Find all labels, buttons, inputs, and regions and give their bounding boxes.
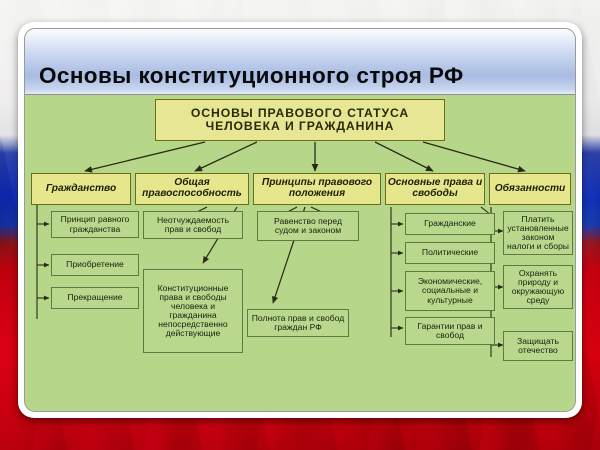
category-header-obshchaya-pravosposobnost: Общая правоспособность <box>135 173 249 205</box>
leaf-node: Политические <box>405 242 495 264</box>
category-label-line-1: Общая <box>174 177 210 189</box>
leaf-node: Охранять природу и окружающую среду <box>503 265 573 309</box>
category-label: Обязанности <box>494 182 566 194</box>
leaf-node: Принцип равного гражданства <box>51 211 139 238</box>
leaf-node: Прекращение <box>51 287 139 309</box>
slide-content: Основы конституционного строя РФ <box>24 28 576 412</box>
leaf-node: Экономические, социальные и культурные <box>405 271 495 311</box>
root-line-1: ОСНОВЫ ПРАВОВОГО СТАТУСА <box>190 106 410 121</box>
leaf-node: Гарантии прав и свобод <box>405 317 495 345</box>
category-header-obyazannosti: Обязанности <box>489 173 571 205</box>
category-header-grazhdanstvo: Гражданство <box>31 173 131 205</box>
root-line-2: ЧЕЛОВЕКА И ГРАЖДАНИНА <box>205 119 395 133</box>
connector-lines <box>36 141 526 357</box>
category-label-line-2: положения <box>288 188 346 199</box>
leaf-node: Приобретение <box>51 254 139 276</box>
leaf-node: Неотчуждаемость прав и свобод <box>143 211 243 239</box>
leaf-node: Равенство перед судом и законом <box>257 211 359 241</box>
category-label-line-2: правоспособность <box>142 188 242 199</box>
slide-title-bar: Основы конституционного строя РФ <box>25 29 575 95</box>
diagram-root-node: ОСНОВЫ ПРАВОВОГО СТАТУСА ЧЕЛОВЕКА И ГРАЖ… <box>155 99 445 141</box>
category-header-printsipy-pravovogo-polozheniya: Принципы правового положения <box>253 173 381 205</box>
leaf-node: Полнота прав и свобод граждан РФ <box>247 309 349 337</box>
org-chart-diagram: ОСНОВЫ ПРАВОВОГО СТАТУСА ЧЕЛОВЕКА И ГРАЖ… <box>25 95 575 411</box>
category-label-line-1: Принципы правового <box>261 177 373 189</box>
leaf-node: Гражданские <box>405 213 495 235</box>
category-header-osnovnye-prava-i-svobody: Основные права и свободы <box>385 173 485 205</box>
category-label: Гражданство <box>45 182 117 194</box>
leaf-node: Конституционные права и свободы человека… <box>143 269 243 353</box>
leaf-node: Платить установленные законом налоги и с… <box>503 211 573 255</box>
category-label-line-1: Основные права <box>387 177 474 189</box>
page-title: Основы конституционного строя РФ <box>39 63 464 88</box>
leaf-node: Защищать отечество <box>503 331 573 361</box>
category-label-line-2: и свободы <box>412 177 483 199</box>
